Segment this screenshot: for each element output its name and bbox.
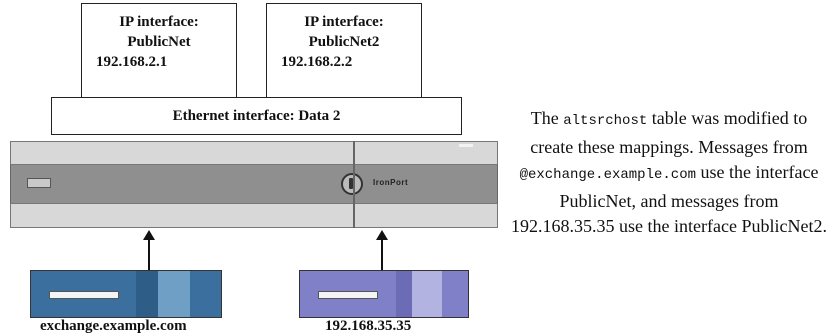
arrow-up-icon <box>376 230 388 270</box>
note-prefix: The <box>530 108 564 128</box>
ip-interface-publicnet: IP interface: PublicNet 192.168.2.1 <box>81 3 237 98</box>
note-middle: table was modified to create these mappi… <box>530 108 808 157</box>
appliance-brand-logo: IronPort <box>373 178 409 187</box>
ip-interface-address: 192.168.2.2 <box>281 54 353 70</box>
appliance-top-panel <box>10 141 498 165</box>
ip-interface-heading: IP interface: <box>304 14 384 30</box>
appliance-bottom-panel <box>10 203 498 228</box>
explanation-note: The altsrchost table was modified to cre… <box>508 106 830 240</box>
ethernet-interface-label: Ethernet interface: Data 2 <box>172 108 341 124</box>
ironport-appliance: IronPort <box>10 141 498 228</box>
appliance-divider <box>353 141 355 228</box>
appliance-front-panel: IronPort <box>10 165 498 203</box>
ip-interface-name: PublicNet <box>127 34 191 50</box>
host-label-ip: 192.168.35.35 <box>325 318 412 334</box>
arrow-up-icon <box>143 230 155 270</box>
ip-interface-address: 192.168.2.1 <box>96 54 168 70</box>
host-server-exchange <box>30 270 222 318</box>
ip-interface-publicnet2: IP interface: PublicNet2 192.168.2.2 <box>266 3 422 98</box>
host-server-192-168-35-35 <box>299 270 469 318</box>
ip-interface-name: PublicNet2 <box>308 34 380 50</box>
note-suffix: use the interface PublicNet, and message… <box>511 162 827 237</box>
note-domain: @exchange.example.com <box>519 167 696 184</box>
ethernet-interface-box: Ethernet interface: Data 2 <box>51 97 462 135</box>
ip-interface-heading: IP interface: <box>119 14 199 30</box>
drive-slot <box>27 178 51 188</box>
power-button-icon <box>341 173 363 195</box>
note-table-name: altsrchost <box>563 113 648 129</box>
host-label-exchange: exchange.example.com <box>40 318 187 334</box>
status-led-icon <box>459 144 473 147</box>
